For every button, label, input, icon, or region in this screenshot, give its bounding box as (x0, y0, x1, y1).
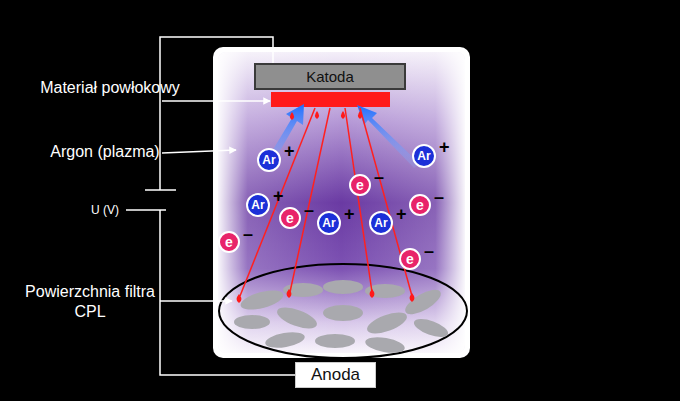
electron: e– (349, 174, 371, 196)
ion-symbol: Ar (262, 153, 275, 167)
argon-ion: Ar+ (317, 211, 341, 235)
part-label: Powierzchnia filtra CPL (20, 282, 160, 322)
voltage-label: U (V) (70, 200, 140, 220)
argon-ion: Ar+ (246, 193, 270, 217)
charge-sign: – (424, 242, 434, 260)
part-label: Argon (plazma) (40, 142, 170, 162)
charge-sign: + (396, 205, 407, 223)
ion-symbol: Ar (417, 149, 430, 163)
charge-sign: – (243, 225, 253, 243)
electron: e– (218, 231, 240, 253)
box-label: Anoda (311, 365, 360, 385)
charge-sign: + (344, 205, 355, 223)
cathode-box: Katoda (254, 63, 406, 90)
electron: e– (399, 248, 421, 270)
anode-box: Anoda (295, 362, 376, 388)
part-label: Materiał powłokowy (40, 78, 180, 98)
ion-symbol: Ar (374, 216, 387, 230)
charge-sign: + (284, 142, 295, 160)
charge-sign: + (439, 138, 450, 156)
argon-ion: Ar+ (369, 211, 393, 235)
electron-symbol: e (225, 234, 233, 250)
charge-sign: – (374, 168, 384, 186)
ion-symbol: Ar (251, 198, 264, 212)
charge-sign: + (273, 187, 284, 205)
electron-symbol: e (416, 197, 424, 213)
charge-sign: – (304, 201, 314, 219)
charge-sign: – (434, 188, 444, 206)
electron: e– (279, 207, 301, 229)
ion-symbol: Ar (322, 216, 335, 230)
argon-ion: Ar+ (412, 144, 436, 168)
electron-symbol: e (286, 210, 294, 226)
box-label: Katoda (306, 68, 354, 85)
argon-ion: Ar+ (257, 148, 281, 172)
electron: e– (409, 194, 431, 216)
electron-symbol: e (356, 177, 364, 193)
electron-symbol: e (406, 251, 414, 267)
